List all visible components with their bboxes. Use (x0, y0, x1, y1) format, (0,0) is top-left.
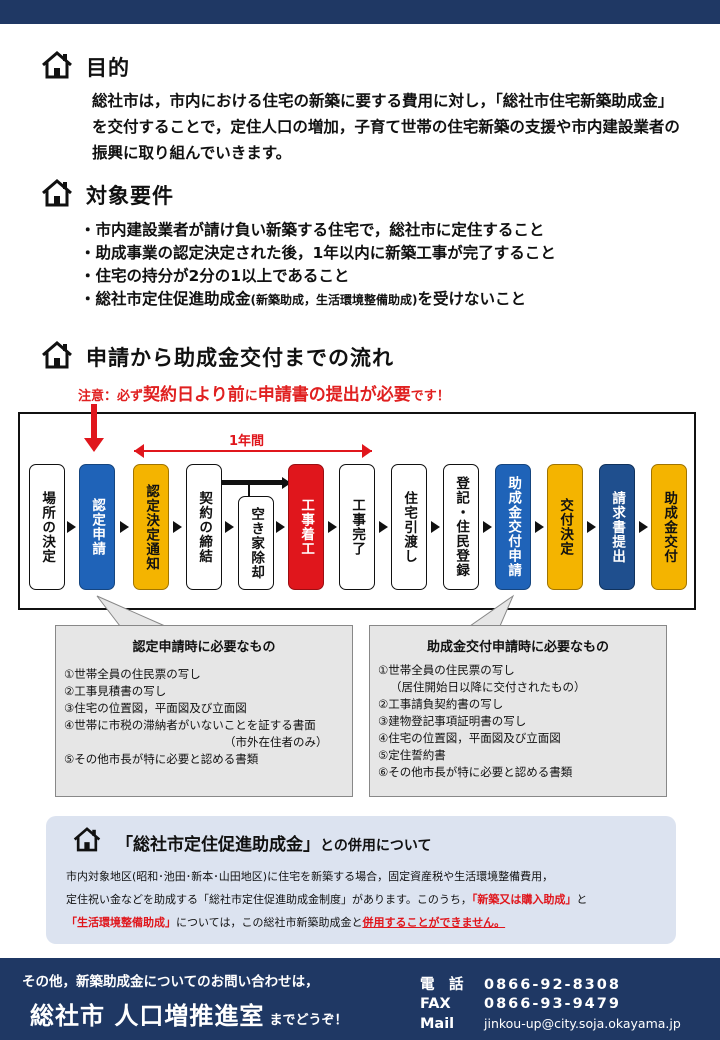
requirements-heading: 対象要件 (86, 184, 174, 208)
docs-right-list: ①世帯全員の住民票の写し （居住開始日以降に交付されたもの） ②工事請負契約書の… (378, 662, 586, 781)
arrow-right-icon (173, 521, 182, 533)
flow-step: 工事完了 (339, 464, 375, 590)
flow-step: 認定申請 (79, 464, 115, 590)
footer-office: 総社市 人口増推進室 までどうぞ！ (30, 1002, 348, 1030)
doc-item: ②工事見積書の写し (64, 684, 167, 698)
combined-use-box (46, 816, 676, 944)
flow-step: 請求書提出 (599, 464, 635, 590)
doc-item: ⑥その他市長が特に必要と認める書類 (378, 765, 573, 779)
docs-right-box: 助成金交付申請時に必要なもの ①世帯全員の住民票の写し （居住開始日以降に交付さ… (369, 625, 667, 797)
arrow-right-icon (276, 521, 285, 533)
doc-item: （居住開始日以降に交付されたもの） (390, 680, 586, 694)
arrow-right-icon (431, 521, 440, 533)
flow-step: 助成金交付申請 (495, 464, 531, 590)
arrow-right-icon (535, 521, 544, 533)
house-icon (42, 341, 72, 369)
doc-item: ③住宅の位置図，平面図及び立面図 (64, 701, 247, 715)
requirement-item: ・助成事業の認定決定された後，1年以内に新築工事が完了すること (80, 244, 556, 262)
contact-footer: その他，新築助成金についてのお問い合わせは， 総社市 人口増推進室 までどうぞ！… (0, 958, 720, 1040)
doc-item: ③建物登記事項証明書の写し (378, 714, 527, 728)
arrow-right-icon (639, 521, 648, 533)
flow-note: 注意：必ず契約日より前に申請書の提出が必要です！ (78, 385, 450, 405)
flow-step: 住宅引渡し (391, 464, 427, 590)
top-bar (0, 0, 720, 24)
flow-step: 空き家除却 (238, 496, 274, 590)
doc-item: ①世帯全員の住民票の写し (378, 663, 515, 677)
doc-item: ⑤定住誓約書 (378, 748, 446, 762)
combined-use-heading: 「総社市定住促進助成金」との併用について (116, 835, 432, 855)
arrow-right-icon (225, 521, 234, 533)
docs-left-list: ①世帯全員の住民票の写し ②工事見積書の写し ③住宅の位置図，平面図及び立面図 … (64, 666, 328, 768)
requirement-item: ・市内建設業者が請け負い新築する住宅で，総社市に定住すること (80, 221, 545, 239)
arrow-right-icon (379, 521, 388, 533)
doc-item: ①世帯全員の住民票の写し (64, 667, 201, 681)
footer-intro: その他，新築助成金についてのお問い合わせは， (22, 974, 319, 990)
flow-step: 交付決定 (547, 464, 583, 590)
combined-use-line: 「生活環境整備助成」については，この総社市新築助成金と併用することができません。 (66, 916, 506, 929)
flow-heading: 申請から助成金交付までの流れ (86, 346, 394, 370)
one-year-label: 1年間 (229, 434, 265, 449)
flow-step: 登記・住民登録 (443, 464, 479, 590)
flow-step: 認定決定通知 (133, 464, 169, 590)
doc-item: ④住宅の位置図，平面図及び立面図 (378, 731, 561, 745)
docs-left-title: 認定申請時に必要なもの (132, 640, 276, 655)
arrow-right-icon (120, 521, 129, 533)
arrow-right-icon (587, 521, 596, 533)
requirements-list: ・市内建設業者が請け負い新築する住宅で，総社市に定住すること ・助成事業の認定決… (80, 219, 700, 312)
docs-right-title: 助成金交付申請時に必要なもの (426, 640, 609, 655)
combined-use-line: 定住祝い金などを助成する「総社市定住促進助成金制度」があります。このうち，「新築… (66, 893, 588, 906)
doc-item: ②工事請負契約書の写し (378, 697, 504, 711)
flow-step: 場所の決定 (29, 464, 65, 590)
arrow-right-icon (67, 521, 76, 533)
combined-use-line: 市内対象地区(昭和･池田･新本･山田地区)に住宅を新築する場合，固定資産税や生活… (66, 870, 554, 883)
flow-step: 工事着工 (288, 464, 324, 590)
flow-step: 助成金交付 (651, 464, 687, 590)
arrow-right-icon (483, 521, 492, 533)
requirement-item: ・住宅の持分が2分の1以上であること (80, 267, 350, 285)
house-icon (42, 51, 72, 79)
arrow-right-icon (328, 521, 337, 533)
house-icon (73, 827, 101, 852)
requirement-item: ・総社市定住促進助成金(新築助成，生活環境整備助成)を受けないこと (80, 290, 527, 308)
doc-item: ④世帯に市税の滞納者がいないことを証する書面 (64, 718, 316, 732)
purpose-heading: 目的 (86, 56, 130, 80)
docs-left-box: 認定申請時に必要なもの ①世帯全員の住民票の写し ②工事見積書の写し ③住宅の位… (55, 625, 353, 797)
doc-item: （市外在住者のみ） (224, 735, 328, 749)
purpose-text: 総社市は，市内における住宅の新築に要する費用に対し，「総社市住宅新築助成金」を交… (92, 92, 680, 162)
house-icon (42, 179, 72, 207)
flow-step: 契約の締結 (186, 464, 222, 590)
doc-item: ⑤その他市長が特に必要と認める書類 (64, 752, 259, 766)
